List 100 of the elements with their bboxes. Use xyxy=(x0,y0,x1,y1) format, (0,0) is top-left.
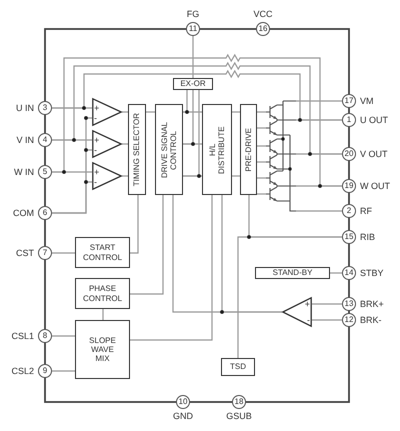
wire xyxy=(130,195,164,295)
pin-label: VCC xyxy=(254,10,272,19)
pin-label: GSUB xyxy=(226,412,252,421)
function-block xyxy=(75,320,130,379)
wire xyxy=(102,309,104,320)
wire xyxy=(296,210,342,212)
pin-number: 1 xyxy=(346,116,352,124)
pin-circle xyxy=(38,101,52,115)
comparator-symbol xyxy=(92,162,122,190)
wire xyxy=(192,36,194,78)
block-label: STAND-BY xyxy=(272,268,312,278)
pin-label: V OUT xyxy=(360,150,388,158)
block-label: TIMING SELECTOR xyxy=(132,112,142,186)
comparator-symbol xyxy=(92,98,122,126)
wire xyxy=(296,100,342,102)
pin-number: 7 xyxy=(42,249,48,257)
wire xyxy=(183,90,200,177)
pin-number: 9 xyxy=(42,367,48,375)
pin-number: 3 xyxy=(42,104,48,112)
pin-circle xyxy=(38,246,52,260)
wire xyxy=(130,195,213,341)
pin-circle xyxy=(342,204,356,218)
pin-number: 2 xyxy=(346,207,352,215)
block-label: TSD xyxy=(230,362,246,372)
function-block xyxy=(240,104,257,195)
polarity-sign: + xyxy=(94,168,100,176)
pin-label: STBY xyxy=(360,268,384,278)
pin-circle xyxy=(38,165,52,179)
pin-circle xyxy=(342,94,356,108)
pin-label: RIB xyxy=(360,232,376,242)
pin-circle xyxy=(38,364,52,378)
block-label: START CONTROL xyxy=(82,243,124,262)
pin-circle xyxy=(342,297,356,311)
pin-number: 4 xyxy=(42,136,48,144)
wire xyxy=(221,195,282,313)
pin-number: 14 xyxy=(344,269,354,277)
comparator-symbol xyxy=(282,297,312,327)
wire xyxy=(130,195,139,254)
pin-label: W IN xyxy=(14,168,34,176)
pin-label: V IN xyxy=(16,136,34,144)
pin-circle xyxy=(38,133,52,147)
wire xyxy=(312,319,342,321)
wire xyxy=(296,185,342,187)
polarity-sign: - xyxy=(94,178,97,186)
pin-number: 16 xyxy=(258,25,268,33)
wire xyxy=(52,181,92,214)
pin-circle xyxy=(176,395,190,409)
pin-circle xyxy=(186,22,200,36)
pin-label: GND xyxy=(173,412,193,421)
pin-circle xyxy=(256,22,270,36)
polarity-sign: + xyxy=(94,136,100,144)
function-block xyxy=(128,104,146,195)
pin-circle xyxy=(232,395,246,409)
pin-number: 12 xyxy=(344,316,354,324)
block-label: DRIVE SIGNAL CONTROL xyxy=(160,120,178,180)
wire xyxy=(296,119,342,121)
block-label: PRE-DRIVE xyxy=(244,128,254,172)
pin-label: U IN xyxy=(16,104,34,112)
wire xyxy=(183,90,194,145)
polarity-sign: + xyxy=(304,300,310,308)
pin-label: RF xyxy=(360,206,372,216)
pin-number: 13 xyxy=(344,300,354,308)
pin-circle xyxy=(38,206,52,220)
pin-label: BRK- xyxy=(360,316,382,324)
pin-label: CSL2 xyxy=(11,366,34,376)
polarity-sign: - xyxy=(307,316,310,324)
polarity-sign: + xyxy=(94,104,100,112)
pin-label: CSL1 xyxy=(11,332,34,340)
pin-circle xyxy=(342,313,356,327)
function-block xyxy=(221,358,255,376)
wire xyxy=(330,272,342,274)
pin-circle xyxy=(342,266,356,280)
pin-number: 8 xyxy=(42,332,48,340)
pin-label: W OUT xyxy=(360,182,390,190)
pin-label: U OUT xyxy=(360,116,388,124)
pin-number: 10 xyxy=(178,398,188,406)
pin-number: 20 xyxy=(344,150,354,158)
pin-circle xyxy=(342,230,356,244)
wire xyxy=(296,153,342,155)
wire xyxy=(52,252,75,254)
pin-label: FG xyxy=(186,10,200,19)
function-block xyxy=(75,278,130,309)
transistor-bridge xyxy=(266,98,296,214)
wire xyxy=(52,335,75,337)
pin-number: 17 xyxy=(344,97,354,105)
wire xyxy=(237,236,342,358)
polarity-sign: - xyxy=(94,114,97,122)
pin-label: BRK+ xyxy=(360,300,384,308)
pin-number: 5 xyxy=(42,168,48,176)
wire xyxy=(183,90,188,113)
pin-number: 18 xyxy=(234,398,244,406)
pin-number: 11 xyxy=(188,25,198,33)
pin-label: CST xyxy=(16,248,34,258)
comparator-symbol xyxy=(92,130,122,158)
pin-circle xyxy=(342,147,356,161)
block-label: PHASE CONTROL xyxy=(82,284,124,303)
pin-label: COM xyxy=(13,208,34,218)
block-label: H/L DISTRIBUTE xyxy=(208,124,226,176)
pin-circle xyxy=(38,329,52,343)
pin-number: 15 xyxy=(344,233,354,241)
